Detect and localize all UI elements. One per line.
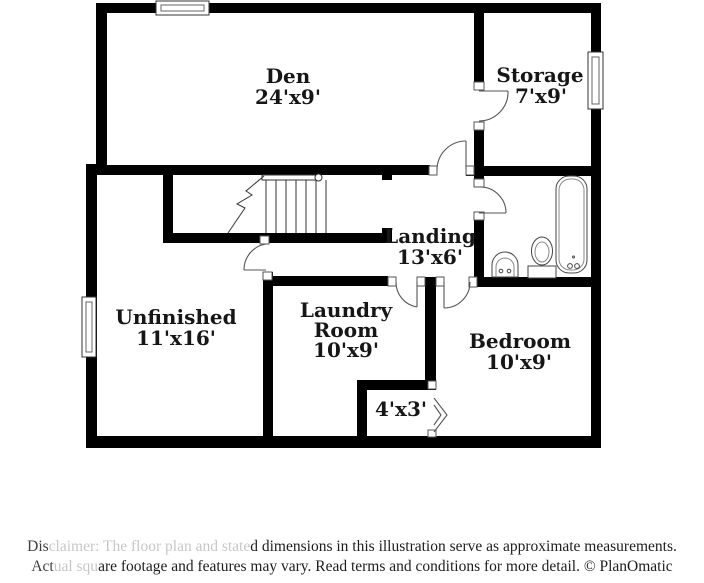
disclaimer-line-2: Actual square footage and features may v…	[0, 557, 704, 577]
wall-den-bottom	[86, 165, 430, 175]
wall-storage-left-lower	[474, 122, 484, 180]
disclaimer-line-1: Disclaimer: The floor plan and stated di…	[0, 537, 704, 557]
room-labels: Den 24'x9' Storage 7'x9' Landing 13'x6' …	[115, 63, 583, 421]
wall-storage-left-upper	[474, 13, 484, 90]
bathtub-icon	[555, 175, 588, 274]
landing-label: Landing	[384, 224, 476, 248]
wall-laundry-bedroom-divider	[425, 277, 436, 390]
disclaimer-line2-start: Act	[31, 557, 54, 575]
bedroom-dims: 10'x9'	[486, 350, 552, 374]
stairs-handrail	[261, 174, 318, 181]
landing-dims: 13'x6'	[397, 245, 463, 269]
disclaimer-line2-rest: are footage and features may vary. Read …	[98, 557, 673, 575]
wall-left-exterior-upper	[96, 3, 107, 175]
disclaimer-line1-rest: d dimensions in this illustration serve …	[250, 538, 677, 555]
laundry-label-line2: Room	[314, 318, 378, 342]
windows	[81, 0, 604, 358]
den-door-icon	[436, 140, 467, 171]
wall-nook-left	[357, 380, 367, 437]
window-right-icon	[587, 51, 604, 110]
wall-bath-left-lower	[474, 212, 484, 287]
storage-label: Storage	[496, 63, 583, 87]
wall-stairs-bottom	[163, 233, 392, 243]
stairs-newel-post	[314, 173, 323, 182]
wall-bottom-exterior	[86, 436, 601, 448]
wall-stairs-left	[163, 172, 173, 243]
wall-top-exterior	[96, 3, 601, 13]
unfinished-door-icon	[243, 243, 267, 271]
wall-corridor-pier-top	[382, 170, 392, 180]
window-left-icon	[81, 296, 97, 358]
cased-opening-chevron-icon	[433, 397, 448, 433]
unfinished-label: Unfinished	[115, 305, 236, 329]
floor-plan-drawing: Den 24'x9' Storage 7'x9' Landing 13'x6' …	[81, 0, 604, 448]
laundry-dims: 10'x9'	[313, 338, 379, 362]
wall-bath-bottom	[469, 277, 591, 287]
storage-dims: 7'x9'	[515, 84, 567, 108]
disclaimer-line2-faded: ual squ	[53, 557, 99, 575]
den-label: Den	[266, 64, 311, 88]
bathroom-door-icon	[478, 186, 507, 214]
nook-dims: 4'x3'	[375, 397, 427, 421]
toilet-icon	[527, 236, 557, 279]
laundry-label-line1: Laundry	[300, 298, 394, 322]
door-swings	[243, 90, 509, 433]
disclaimer-line1-start: Dis	[27, 538, 49, 555]
laundry-door-icon	[395, 281, 418, 308]
bathroom-fixtures	[491, 175, 588, 279]
storage-door-icon	[478, 90, 509, 122]
bedroom-label: Bedroom	[469, 329, 571, 353]
den-dims: 24'x9'	[255, 85, 321, 109]
window-top-icon	[155, 0, 210, 16]
disclaimer-line1-faded: claimer: The floor plan and state	[48, 538, 251, 555]
unfinished-dims: 11'x16'	[136, 326, 216, 350]
wall-right-exterior	[591, 3, 601, 448]
disclaimer-text: Disclaimer: The floor plan and stated di…	[0, 537, 704, 576]
wall-laundry-top	[263, 276, 388, 286]
wall-corridor-pier-bottom	[382, 228, 392, 243]
bedroom-door-icon	[443, 281, 471, 309]
wall-storage-bath-top	[466, 166, 591, 176]
wall-laundry-left	[263, 272, 273, 437]
stairs-icon	[227, 173, 327, 234]
sink-icon	[491, 251, 519, 278]
doorway-caps	[259, 81, 485, 438]
wall-nook-top	[357, 380, 433, 390]
walls	[86, 3, 601, 448]
stairs-cut-line	[227, 175, 265, 234]
